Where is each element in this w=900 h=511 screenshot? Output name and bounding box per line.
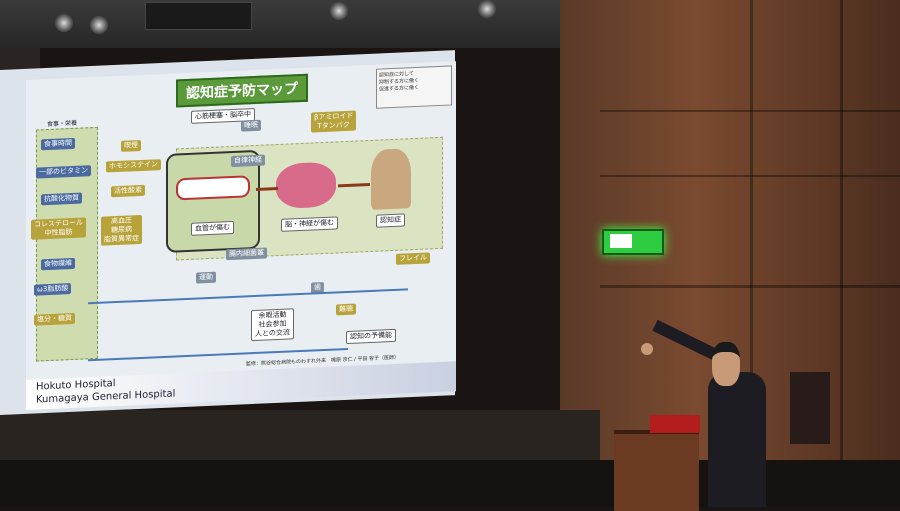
blood-vessel-illustration bbox=[176, 175, 250, 201]
box-autonomic: 自律神経 bbox=[231, 154, 265, 168]
ceiling-light bbox=[330, 2, 348, 20]
box-hobby: 余暇活動 社会参加 人との交流 bbox=[251, 308, 294, 342]
slide-title: 認知症予防マップ bbox=[176, 73, 308, 108]
box-gut: 腸内細菌叢 bbox=[226, 247, 267, 261]
box-sleep: 睡眠 bbox=[241, 119, 261, 132]
box-hearing: 難聴 bbox=[336, 303, 356, 316]
curtain bbox=[790, 372, 830, 444]
ceiling-light bbox=[55, 14, 73, 32]
box-fiber: 食物繊維 bbox=[41, 257, 75, 271]
panel-seam bbox=[600, 175, 900, 177]
box-vessel-damage: 血管が傷む bbox=[191, 220, 234, 236]
podium bbox=[614, 430, 699, 511]
legend: 認知症に対して 抑制する方に働く 促進する方に働く bbox=[376, 65, 452, 109]
presenter-body bbox=[708, 372, 766, 507]
presenter-hand bbox=[641, 343, 653, 355]
box-omega3: ω3脂肪酸 bbox=[34, 283, 72, 296]
panel-seam bbox=[840, 0, 843, 507]
ceiling-vent bbox=[145, 2, 252, 30]
laptop bbox=[650, 415, 700, 433]
box-meal-time: 食事時間 bbox=[41, 137, 75, 151]
exit-sign bbox=[602, 229, 664, 255]
slide: 認知症予防マップ 認知症に対して 抑制する方に働く 促進する方に働く 食事・栄養… bbox=[26, 61, 456, 410]
panel-seam bbox=[600, 110, 900, 112]
box-active-oxygen: 活性酸素 bbox=[111, 184, 145, 198]
elderly-person-illustration bbox=[371, 148, 411, 210]
diet-group-area bbox=[36, 126, 98, 362]
box-brain-damage: 脳・神経が傷む bbox=[281, 216, 338, 232]
box-dementia-reserve: 認知の予備能 bbox=[346, 328, 396, 345]
presenter-head bbox=[712, 342, 740, 386]
box-exercise: 運動 bbox=[196, 271, 216, 284]
box-smoking: 喫煙 bbox=[121, 139, 141, 152]
box-salt-sugar: 塩分・糖質 bbox=[34, 312, 75, 326]
box-antioxidant: 抗酸化物質 bbox=[41, 192, 82, 206]
box-cholesterol: コレステロール 中性脂肪 bbox=[31, 217, 86, 240]
box-hypertension: 高血圧 糖尿病 脂質異常症 bbox=[101, 214, 142, 246]
ceiling-light bbox=[90, 16, 108, 34]
box-amyloid: βアミロイド Tタンパク bbox=[311, 110, 357, 133]
box-frailty: フレイル bbox=[396, 252, 430, 265]
exit-figure-icon bbox=[610, 234, 632, 248]
panel-seam bbox=[600, 285, 900, 288]
box-dementia: 認知症 bbox=[376, 213, 405, 228]
ceiling-light bbox=[478, 0, 496, 18]
panel-seam bbox=[750, 0, 753, 507]
diet-group-label: 食事・栄養 bbox=[47, 119, 78, 129]
